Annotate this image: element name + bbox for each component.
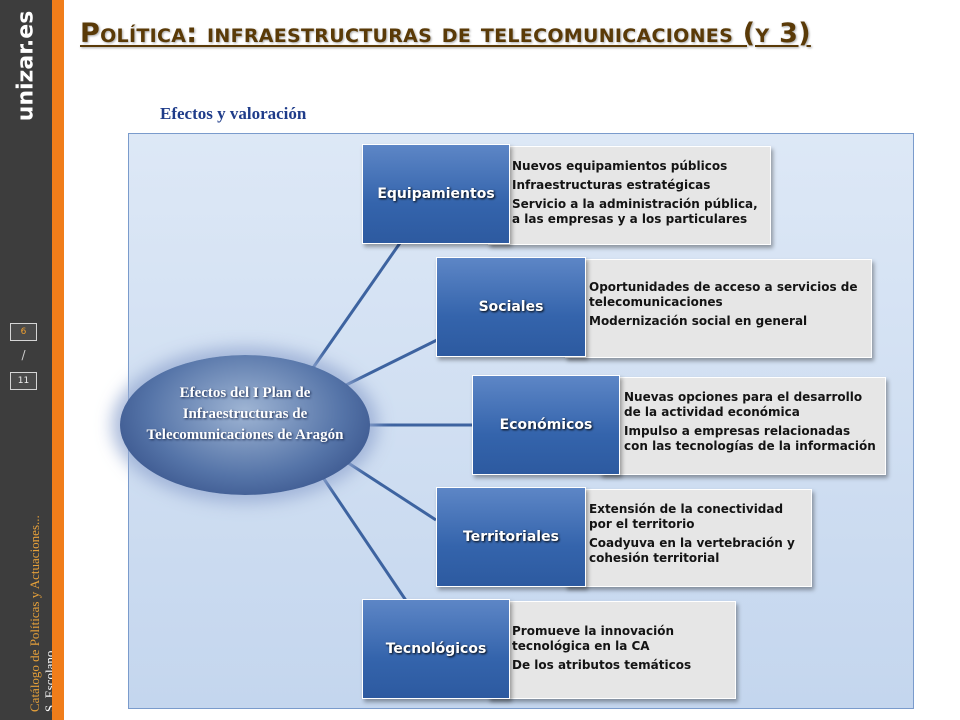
central-label: Efectos del I Plan de Infraestructuras d… <box>146 385 344 443</box>
category-description: Oportunidades de acceso a servicios de t… <box>565 259 872 358</box>
list-item: Modernización social en general <box>589 314 863 329</box>
connector-line <box>306 242 402 376</box>
category-description: Nuevas opciones para el desarrollo de la… <box>600 377 886 475</box>
connector-line <box>316 469 411 606</box>
category-description: Extensión de la conectividad por el terr… <box>565 489 812 587</box>
connector-line <box>335 338 438 392</box>
central-ellipse <box>120 355 370 495</box>
accent-bar <box>52 0 64 720</box>
list-item: Extensión de la conectividad por el terr… <box>589 502 803 532</box>
category-label: Económicos <box>472 375 620 475</box>
category-label: Equipamientos <box>362 144 510 244</box>
list-item: Impulso a empresas relacionadas con las … <box>624 424 877 454</box>
total-pages: 11 <box>10 372 37 390</box>
category-label: Sociales <box>436 257 586 357</box>
slide-title: Política: infraestructuras de telecomuni… <box>80 18 811 49</box>
list-item: Nuevos equipamientos públicos <box>512 159 762 174</box>
category-label: Territoriales <box>436 487 586 587</box>
list-item: Servicio a la administración pública, a … <box>512 197 762 227</box>
connector-line <box>335 453 437 522</box>
list-item: Coadyuva en la vertebración y cohesión t… <box>589 536 803 566</box>
page-separator: / <box>21 348 26 362</box>
sidebar: unizar.es 6 / 11 Catálogo de Políticas y… <box>0 0 57 720</box>
list-item: Infraestructuras estratégicas <box>512 178 762 193</box>
list-item: De los atributos temáticos <box>512 658 727 673</box>
category-description: Promueve la innovación tecnológica en la… <box>488 601 736 699</box>
list-item: Nuevas opciones para el desarrollo de la… <box>624 390 877 420</box>
slide-subtitle: Efectos y valoración <box>160 104 307 123</box>
current-page-number: 6 <box>10 323 37 341</box>
list-item: Oportunidades de acceso a servicios de t… <box>589 280 863 310</box>
list-item: Promueve la innovación tecnológica en la… <box>512 624 727 654</box>
category-label: Tecnológicos <box>362 599 510 699</box>
category-description: Nuevos equipamientos públicos Infraestru… <box>488 146 771 245</box>
